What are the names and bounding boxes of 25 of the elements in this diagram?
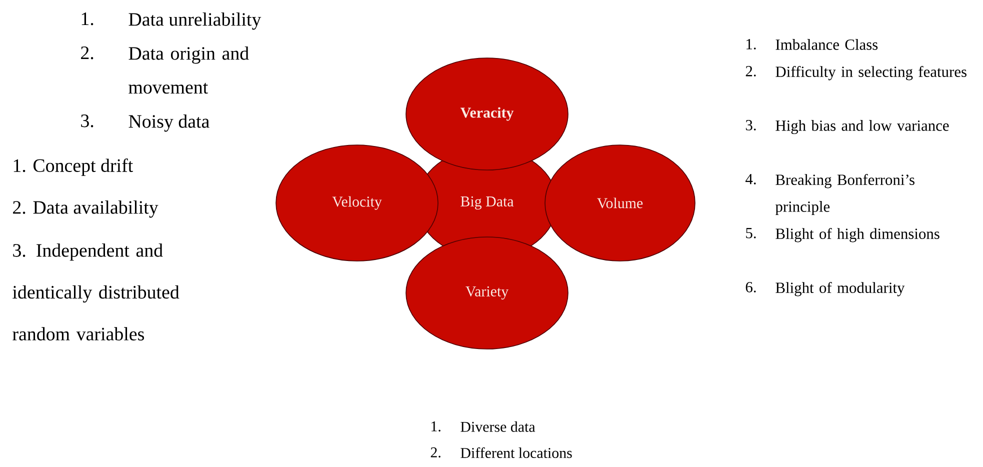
list-item: Data origin and movement <box>128 46 249 94</box>
list-item: Breaking Bonferroni’s principle <box>775 174 914 216</box>
list-number: 1. <box>432 421 440 432</box>
list-number: 5. <box>746 228 756 238</box>
list-item: Noisy data <box>128 114 210 132</box>
list-item: Imbalance Class <box>776 39 878 50</box>
list-number: 3. <box>746 120 756 130</box>
list-item: 3. Independent and identically distributed random variables <box>12 244 180 340</box>
list-number: 3. <box>81 114 94 128</box>
list-item: Difficulty in selecting features <box>776 66 966 80</box>
list-item: Blight of high dimensions <box>776 228 940 242</box>
list-item: Different locations <box>460 447 572 458</box>
list-item: High bias and low variance <box>776 120 949 134</box>
list-item: Diverse data <box>460 421 536 432</box>
list-number: 1. <box>82 12 94 26</box>
list-number: 2. <box>81 46 94 60</box>
list-item: 1. Concept drift <box>14 158 133 176</box>
list-item: 2. Data availability <box>13 200 158 218</box>
list-item: Blight of modularity <box>776 282 905 296</box>
list-number: 6. <box>746 282 756 292</box>
list-number: 2. <box>746 66 756 76</box>
list-number: 1. <box>746 39 756 50</box>
list-number: 4. <box>746 174 756 184</box>
list-number: 2. <box>430 447 440 458</box>
list-item: Data unreliability <box>128 12 262 30</box>
